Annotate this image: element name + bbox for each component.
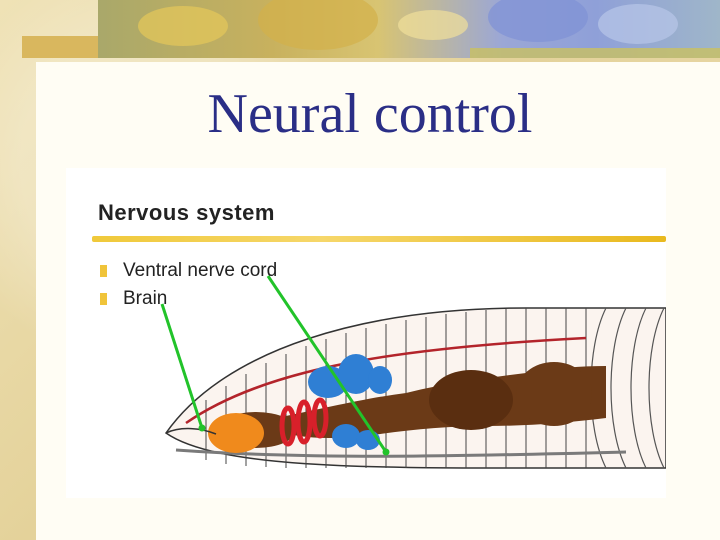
gizzard <box>429 370 513 430</box>
label-text: Brain <box>123 288 168 309</box>
brain <box>208 413 264 453</box>
figure-heading: Nervous system <box>98 200 275 225</box>
seminal-vesicles <box>308 354 392 450</box>
heading-underline <box>92 236 666 242</box>
nervous-system-figure: Nervous system Ventral nerve cord Brain <box>66 168 666 498</box>
label-brain: Brain <box>100 288 167 310</box>
label-text: Ventral nerve cord <box>123 260 278 281</box>
pointer-brain <box>160 303 204 429</box>
pointer-dot-brain <box>198 424 206 432</box>
decorative-strip <box>470 48 720 58</box>
ventral-nerve-cord <box>175 448 627 458</box>
header-photo-strip <box>98 0 720 58</box>
crop <box>516 362 592 426</box>
aortic-arches <box>279 397 329 447</box>
decorative-bar <box>22 36 100 58</box>
label-pointers <box>160 275 388 453</box>
pointer-ventral-nerve-cord <box>266 275 388 453</box>
earthworm-diagram <box>160 275 666 469</box>
label-ventral-nerve-cord: Ventral nerve cord <box>100 260 277 282</box>
slide-title: Neural control <box>207 83 533 145</box>
bullet-marker <box>100 292 107 305</box>
bullet-marker <box>100 264 107 277</box>
mouth <box>165 427 217 435</box>
pointer-dot-nerve <box>382 448 390 456</box>
